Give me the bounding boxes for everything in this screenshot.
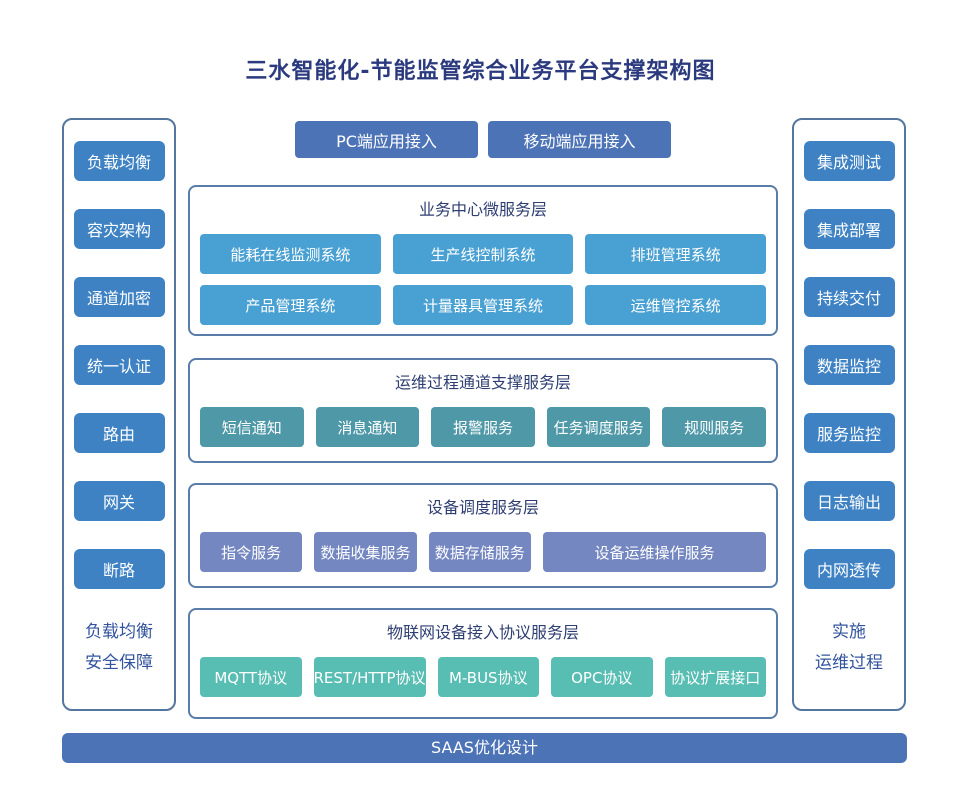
right-item-continuous-delivery: 持续交付 [803,277,895,317]
box-alarm-service: 报警服务 [431,407,535,447]
pc-access-button: PC端应用接入 [295,121,478,158]
access-button-row: PC端应用接入 移动端应用接入 [188,121,778,158]
left-caption-line-1: 负载均衡 [85,622,153,642]
box-device-ops-operation-service: 设备运维操作服务 [542,532,766,572]
box-mqtt-protocol: MQTT协议 [200,657,302,697]
layer-iot-protocol: 物联网设备接入协议服务层 MQTT协议 REST/HTTP协议 M-BUS协议 … [188,608,778,719]
left-caption-line-2: 安全保障 [85,653,153,673]
layer-iot-protocol-title: 物联网设备接入协议服务层 [386,623,579,642]
layer-ops-channel-support-title: 运维过程通道支撑服务层 [394,373,571,392]
right-item-data-monitoring: 数据监控 [803,345,895,385]
right-item-intranet-passthrough: 内网透传 [803,549,895,589]
box-protocol-extension-interface: 协议扩展接口 [664,657,767,697]
layer-row: 指令服务 数据收集服务 数据存储服务 设备运维操作服务 [200,532,766,572]
left-panel-caption: 负载均衡 安全保障 [85,617,153,679]
left-panel: 负载均衡 容灾架构 通道加密 统一认证 路由 网关 断路 负载均衡 安全保障 [62,118,176,711]
right-item-log-output: 日志输出 [803,481,895,521]
box-data-collection-service: 数据收集服务 [314,532,417,572]
saas-optimization-bar: SAAS优化设计 [62,733,907,763]
layer-row: 能耗在线监测系统 生产线控制系统 排班管理系统 [200,234,767,274]
box-rest-http-protocol: REST/HTTP协议 [313,657,426,697]
layer-row: 短信通知 消息通知 报警服务 任务调度服务 规则服务 [200,407,766,447]
left-item-routing: 路由 [73,413,165,453]
right-item-integration-deployment: 集成部署 [803,209,895,249]
box-mbus-protocol: M-BUS协议 [437,657,540,697]
box-task-scheduling-service: 任务调度服务 [546,407,651,447]
layer-ops-channel-support: 运维过程通道支撑服务层 短信通知 消息通知 报警服务 任务调度服务 规则服务 [188,358,778,463]
left-item-unified-auth: 统一认证 [73,345,165,385]
right-item-service-monitoring: 服务监控 [803,413,895,453]
box-rule-service: 规则服务 [662,407,766,447]
left-item-gateway: 网关 [73,481,165,521]
layer-device-scheduling-title: 设备调度服务层 [426,498,539,517]
layer-row: 产品管理系统 计量器具管理系统 运维管控系统 [200,285,767,325]
box-command-service: 指令服务 [200,532,303,572]
box-shift-management-system: 排班管理系统 [585,234,767,274]
box-data-storage-service: 数据存储服务 [428,532,531,572]
page-title: 三水智能化-节能监管综合业务平台支撑架构图 [245,59,716,84]
left-item-load-balancing: 负载均衡 [73,141,165,181]
mobile-access-button: 移动端应用接入 [488,121,671,158]
right-caption-line-1: 实施 [832,622,866,642]
right-panel: 集成测试 集成部署 持续交付 数据监控 服务监控 日志输出 内网透传 实施 运维… [792,118,906,711]
right-item-integration-testing: 集成测试 [803,141,895,181]
layer-business-microservices: 业务中心微服务层 能耗在线监测系统 生产线控制系统 排班管理系统 产品管理系统 … [188,185,778,336]
box-message-notification: 消息通知 [315,407,420,447]
right-caption-line-2: 运维过程 [815,653,883,673]
box-metering-instrument-management-system: 计量器具管理系统 [392,285,574,325]
right-panel-caption: 实施 运维过程 [815,617,883,679]
box-production-line-control-system: 生产线控制系统 [392,234,574,274]
box-product-management-system: 产品管理系统 [200,285,381,325]
box-energy-online-monitoring-system: 能耗在线监测系统 [200,234,381,274]
left-item-channel-encryption: 通道加密 [73,277,165,317]
left-item-circuit-breaker: 断路 [73,549,165,589]
layer-device-scheduling: 设备调度服务层 指令服务 数据收集服务 数据存储服务 设备运维操作服务 [188,483,778,588]
box-opc-protocol: OPC协议 [551,657,653,697]
layer-row: MQTT协议 REST/HTTP协议 M-BUS协议 OPC协议 协议扩展接口 [200,657,767,697]
left-item-disaster-recovery: 容灾架构 [73,209,165,249]
box-sms-notification: 短信通知 [200,407,304,447]
layer-business-microservices-title: 业务中心微服务层 [418,200,547,219]
box-ops-control-system: 运维管控系统 [585,285,767,325]
